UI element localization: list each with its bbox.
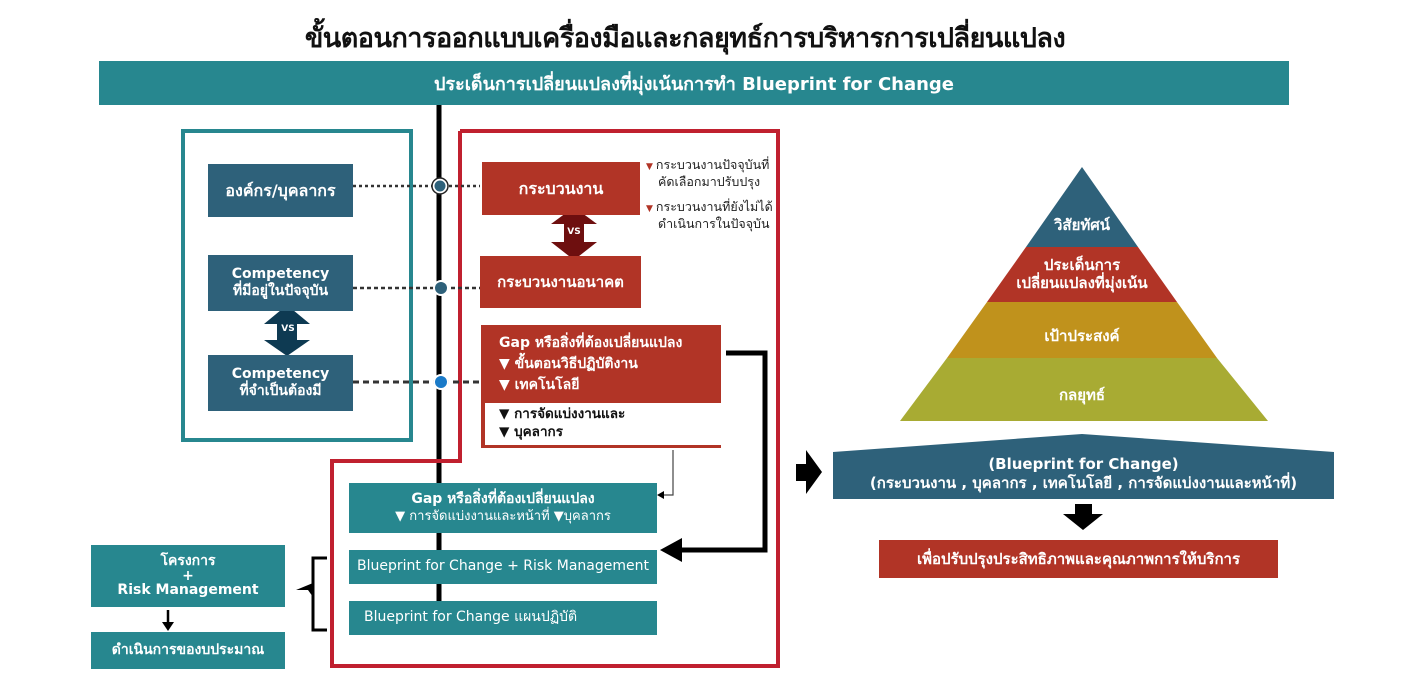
note-text: กระบวนงานปัจจุบันที่ xyxy=(655,157,770,172)
left-panel-frame xyxy=(181,129,413,442)
blueprint-summary-items: (กระบวนงาน , บุคลากร , เทคโนโลยี , การจั… xyxy=(869,474,1298,492)
right-arrow-icon xyxy=(796,450,822,494)
budget-box: ดำเนินการของบประมาณ xyxy=(91,632,285,669)
plus-label: + xyxy=(182,567,194,584)
project-label: โครงการ xyxy=(160,552,216,569)
gap-white-panel: ▼ การจัดแบ่งงานและ ▼ บุคลากร xyxy=(485,403,727,445)
bracket-point xyxy=(296,583,313,597)
vs-arrow-icon xyxy=(264,305,310,356)
process-note: ▼กระบวนงานปัจจุบันที่ คัดเลือกมาปรับปรุง xyxy=(646,157,796,190)
blueprint-risk-box: Blueprint for Change + Risk Management xyxy=(349,550,657,584)
banner: ประเด็นการเปลี่ยนแปลงที่มุ่งเน้นการทำ Bl… xyxy=(99,61,1289,105)
competency-sub-label: ที่จำเป็นต้องมี xyxy=(239,383,322,399)
competency-sub-label: ที่มีอยู่ในปัจจุบัน xyxy=(232,283,329,299)
note-text: ดำเนินการในปัจจุบัน xyxy=(658,215,770,231)
pyramid-label-strategy: กลยุทธ์ xyxy=(1058,386,1106,404)
gap-item: ▼ ขั้นตอนวิธีปฏิบัติงาน xyxy=(499,356,638,372)
result-label: เพื่อปรับปรุงประสิทธิภาพและคุณภาพการให้บ… xyxy=(916,549,1241,568)
pyramid-level-goal xyxy=(947,302,1217,358)
pyramid-label-vision: วิสัยทัศน์ xyxy=(1053,216,1111,234)
gap-item: ▼ เทคโนโลยี xyxy=(499,377,580,393)
pyramid-label-line: เปลี่ยนแปลงที่มุ่งเน้น xyxy=(1016,274,1148,292)
current-process-label: กระบวนงาน xyxy=(518,178,604,198)
timeline-node xyxy=(435,282,447,294)
org-label: องค์กร/บุคลากร xyxy=(225,180,336,200)
pyramid-label-goal: เป้าประสงค์ xyxy=(1044,327,1120,345)
competency-current-box: Competency ที่มีอยู่ในปัจจุบัน xyxy=(208,255,353,311)
pyramid-label-focus: ประเด็นการ เปลี่ยนแปลงที่มุ่งเน้น xyxy=(987,256,1177,292)
triangle-bullet-icon: ▼ xyxy=(646,204,653,214)
result-box: เพื่อปรับปรุงประสิทธิภาพและคุณภาพการให้บ… xyxy=(879,540,1278,578)
budget-label: ดำเนินการของบประมาณ xyxy=(111,641,265,658)
down-arrow-icon xyxy=(162,622,174,631)
note-text: คัดเลือกมาปรับปรุง xyxy=(658,173,761,189)
gap-title: Gap หรือสิ่งที่ต้องเปลี่ยนแปลง xyxy=(411,491,595,508)
blueprint-risk-label: Blueprint for Change + Risk Management xyxy=(357,558,649,575)
bracket xyxy=(311,556,327,632)
triangle-bullet-icon: ▼ xyxy=(646,162,653,172)
vs-label: VS xyxy=(567,227,581,237)
gap-item: ▼ บุคลากร xyxy=(499,424,563,440)
page-title: ขั้นตอนการออกแบบเครื่องมือและกลยุทธ์การบ… xyxy=(304,23,1066,54)
timeline-node xyxy=(435,376,447,388)
competency-required-box: Competency ที่จำเป็นต้องมี xyxy=(208,355,353,411)
down-arrow-icon xyxy=(1063,504,1103,530)
feedback-connector xyxy=(680,350,768,553)
future-process-label: กระบวนงานอนาคต xyxy=(497,272,624,291)
pyramid-level-strategy xyxy=(900,358,1268,421)
timeline-node xyxy=(434,180,446,192)
blueprint-plan-label: Blueprint for Change แผนปฏิบัติ xyxy=(364,609,578,626)
blueprint-plan-box: Blueprint for Change แผนปฏิบัติ xyxy=(349,601,657,635)
competency-label: Competency xyxy=(231,265,330,282)
gap-item: ▼ การจัดแบ่งงานและ xyxy=(499,406,626,422)
gap-red-box: Gap หรือสิ่งที่ต้องเปลี่ยนแปลง ▼ ขั้นตอน… xyxy=(481,325,727,448)
risk-management-label: Risk Management xyxy=(117,582,259,599)
current-process-box: กระบวนงาน xyxy=(482,162,640,215)
arrow-head-icon xyxy=(660,538,682,562)
blueprint-summary-box: (Blueprint for Change) (กระบวนงาน , บุคล… xyxy=(833,450,1334,498)
future-process-box: กระบวนงานอนาคต xyxy=(480,256,641,308)
org-box: องค์กร/บุคลากร xyxy=(208,164,353,217)
blueprint-summary-title: (Blueprint for Change) xyxy=(988,454,1179,473)
blueprint-box-shape xyxy=(833,434,1334,499)
arrow-head-icon xyxy=(657,491,664,499)
gap-teal-box: Gap หรือสิ่งที่ต้องเปลี่ยนแปลง ▼ การจัดแ… xyxy=(349,483,657,533)
vs-arrow-icon xyxy=(551,207,597,260)
pyramid-label-line: ประเด็นการ xyxy=(1043,256,1121,274)
note-text: กระบวนงานที่ยังไม่ได้ xyxy=(655,199,773,214)
thin-connector xyxy=(662,450,674,496)
vs-label: VS xyxy=(281,324,295,334)
pyramid-level-focus xyxy=(987,247,1177,302)
red-outline-frame xyxy=(330,129,780,668)
competency-label: Competency xyxy=(231,365,330,382)
gap-items: ▼ การจัดแบ่งงานและหน้าที่ ▼บุคลากร xyxy=(395,508,611,524)
gap-title: Gap หรือสิ่งที่ต้องเปลี่ยนแปลง xyxy=(499,335,683,351)
project-box: โครงการ + Risk Management xyxy=(91,545,285,607)
pyramid-level-vision xyxy=(1026,167,1138,247)
process-note: ▼กระบวนงานที่ยังไม่ได้ ดำเนินการในปัจจุบ… xyxy=(646,199,796,232)
